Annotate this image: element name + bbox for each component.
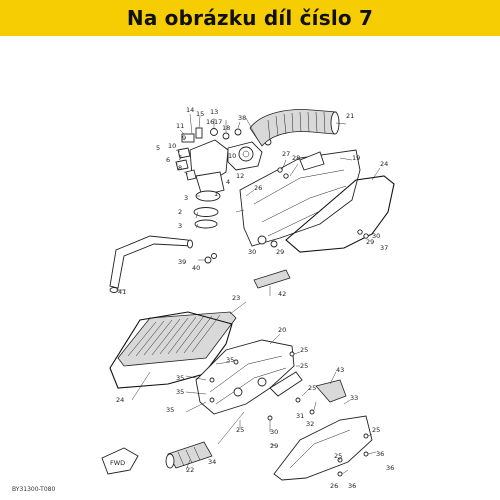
callout-36-a: 36 (376, 450, 384, 458)
callout-25-a: 25 (300, 346, 308, 354)
callout-5: 5 (156, 144, 160, 152)
callout-1: 1 (214, 190, 218, 198)
callout-2: 2 (178, 208, 182, 216)
side-cover (273, 415, 373, 481)
sponge-42 (253, 269, 291, 289)
lower-seal-outline (109, 311, 233, 389)
header-banner: Na obrázku díl číslo 7 (0, 0, 500, 36)
callout-29: 29 (276, 248, 284, 256)
callout-35-c: 35 (176, 388, 184, 396)
callout-26: 26 (330, 482, 338, 490)
callout-35-b: 35 (176, 374, 184, 382)
callout-7: 7 (178, 154, 182, 162)
callout-14: 14 (186, 106, 194, 114)
callout-15: 15 (196, 110, 204, 118)
callout-30: 30 (248, 248, 256, 256)
callout-10: 10 (168, 142, 176, 150)
callout-17: 17 (214, 118, 222, 126)
lower-case (195, 339, 303, 415)
callout-43: 43 (336, 366, 344, 374)
callout-8: 8 (178, 164, 182, 172)
callout-29-upper: 29 (366, 238, 374, 246)
callout-35-d: 35 (166, 406, 174, 414)
callout-13: 13 (210, 108, 218, 116)
callout-26-upper: 26 (254, 184, 262, 192)
intake-hose (249, 109, 340, 147)
guard-43 (315, 379, 347, 403)
callout-40: 40 (192, 264, 200, 272)
callout-9: 9 (182, 134, 186, 142)
clip-40 (204, 253, 217, 264)
callout-30-upper: 30 (372, 232, 380, 240)
callout-33: 33 (350, 394, 358, 402)
callout-12: 12 (236, 172, 244, 180)
callout-39: 39 (178, 258, 186, 266)
callout-24-upper: 24 (380, 160, 388, 168)
callout-29-lower: 29 (270, 442, 278, 450)
callout-28: 28 (292, 154, 300, 162)
callout-37: 37 (380, 244, 388, 252)
callout-23: 23 (232, 294, 240, 302)
callout-24-lower: 24 (116, 396, 124, 404)
leader-lines (116, 113, 381, 475)
callout-11: 11 (176, 122, 184, 130)
throttle-body-assembly (175, 127, 272, 229)
callout-41: 41 (118, 288, 126, 296)
air-cleaner-case (239, 149, 361, 248)
callout-10b: 10 (228, 152, 236, 160)
callout-3: 3 (184, 194, 188, 202)
callout-25-b: 25 (300, 362, 308, 370)
banner-title: Na obrázku díl číslo 7 (126, 6, 374, 30)
exploded-parts-diagram: FWD 14 15 13 16 38 11 17 18 9 (0, 36, 500, 500)
callout-32: 32 (306, 420, 314, 428)
callout-25-c: 25 (308, 384, 316, 392)
callout-25-d: 25 (236, 426, 244, 434)
callout-36-c: 36 (348, 482, 356, 490)
callout-3b: 3 (178, 222, 182, 230)
fasteners (209, 167, 369, 477)
callout-labels: 14 15 13 16 38 11 17 18 9 5 10 6 8 7 10 … (116, 106, 394, 490)
callout-38: 38 (238, 114, 246, 122)
callout-30-lower: 30 (270, 428, 278, 436)
callout-34: 34 (208, 458, 216, 466)
callout-35-a: 35 (226, 356, 234, 364)
callout-25-f: 25 (334, 452, 342, 460)
breather-hose (109, 235, 193, 293)
fwd-arrow: FWD (101, 447, 139, 475)
callout-6: 6 (166, 156, 170, 164)
upper-seal-outline (285, 175, 395, 253)
callout-25-e: 25 (372, 426, 380, 434)
fwd-label: FWD (110, 459, 125, 467)
callout-22: 22 (186, 466, 194, 474)
callout-31: 31 (296, 412, 304, 420)
callout-4: 4 (226, 178, 230, 186)
callout-19: 19 (352, 154, 360, 162)
callout-16: 16 (206, 118, 214, 126)
duct-22 (165, 441, 213, 469)
diagram-code: BY31300-T080 (12, 486, 56, 493)
callout-21: 21 (346, 112, 354, 120)
callout-27: 27 (282, 150, 290, 158)
callout-36-b: 36 (386, 464, 394, 472)
callout-20: 20 (278, 326, 286, 334)
callout-42: 42 (278, 290, 286, 298)
callout-18: 18 (222, 124, 230, 132)
